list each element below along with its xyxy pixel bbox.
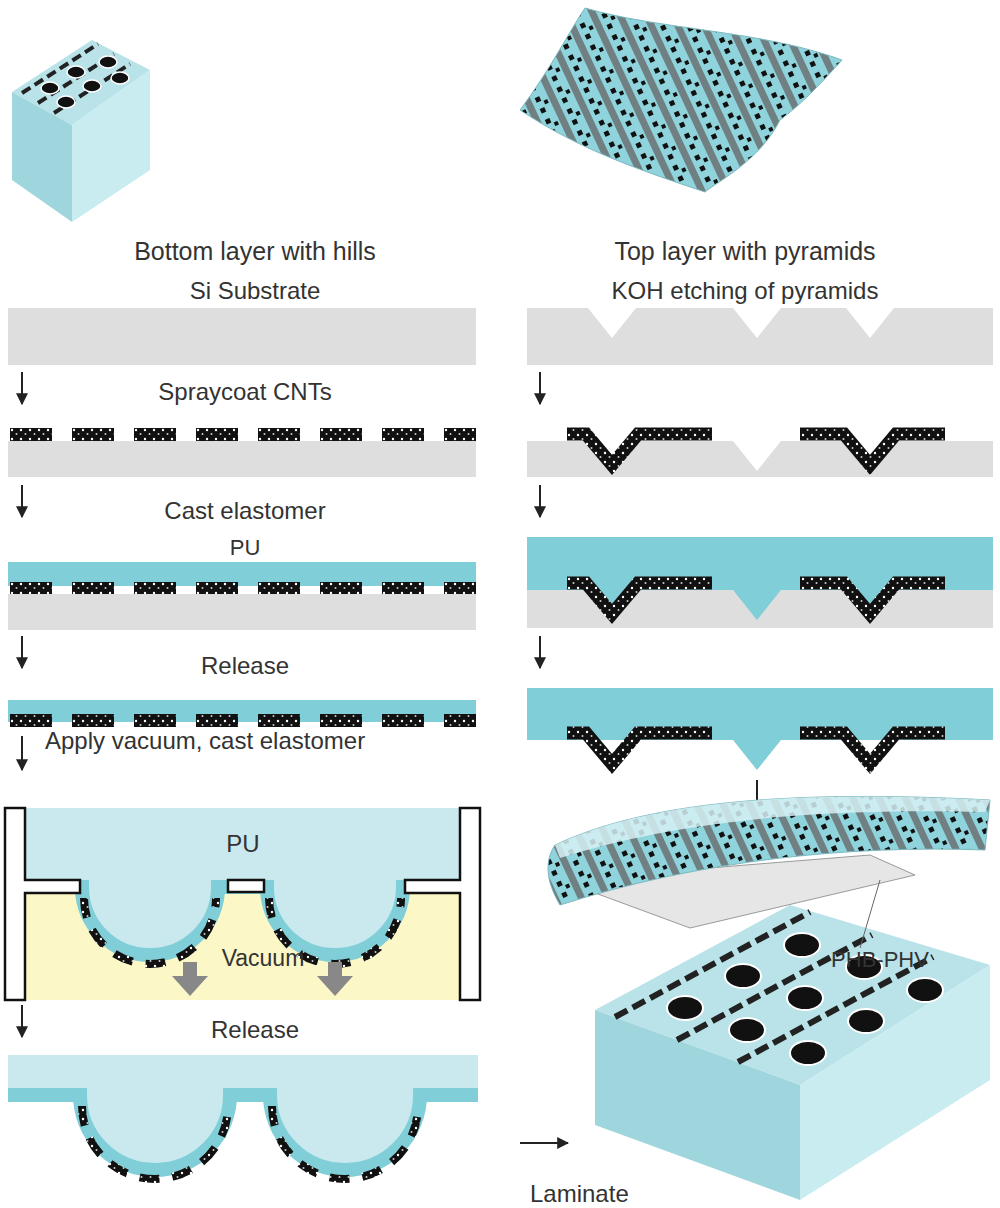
si-substrate: [8, 594, 476, 630]
step-label: PU: [215, 535, 275, 561]
vacuum-arrow: [172, 962, 208, 996]
step-label: Laminate: [530, 1180, 680, 1208]
pu-pyramid: [733, 740, 781, 770]
cnt-pattern: [8, 714, 476, 727]
si-substrate: [8, 308, 476, 365]
cnt-pattern: [8, 582, 476, 594]
cnt-pattern: [567, 434, 945, 465]
vacuum-mold: [5, 808, 480, 1000]
cnt-pattern: [567, 583, 945, 614]
cnt-stripes: [615, 912, 933, 1062]
mold-support: [228, 880, 264, 892]
step-label: Apply vacuum, cast elastomer: [45, 727, 495, 756]
top-layer-sheet: [548, 796, 990, 905]
step-label: Bottom layer with hills: [45, 236, 465, 266]
sheet-curl: [555, 796, 990, 858]
cnt-pattern: [8, 428, 476, 441]
leader-line: [860, 880, 880, 948]
block-side: [595, 1010, 800, 1200]
step-label: PHB-PHV: [810, 947, 950, 973]
step-label: Release: [145, 652, 345, 681]
laminated-device: [548, 796, 990, 1200]
step-label: Si Substrate: [105, 277, 405, 306]
step-label: Vacuum: [203, 945, 323, 973]
block-side: [12, 92, 72, 222]
etched-substrate: [527, 308, 993, 365]
cnt-pattern: [567, 733, 945, 764]
step-label: PU: [213, 830, 273, 859]
si-substrate: [8, 441, 476, 477]
step-label: Top layer with pyramids: [535, 236, 955, 266]
step-label: Release: [155, 1016, 355, 1045]
bottom-layer-3d: [12, 40, 150, 222]
cnt-pattern: [82, 1106, 418, 1179]
mold-frame: [405, 808, 480, 1000]
cnt-stripes: [22, 44, 130, 113]
cnt-hills: [41, 56, 129, 108]
step-label: KOH etching of pyramids: [535, 277, 955, 306]
step-label: Spraycoat CNTs: [95, 378, 395, 407]
step-label: Cast elastomer: [95, 497, 395, 526]
top-layer-sheet: [520, 8, 842, 192]
mold-frame: [5, 808, 80, 1000]
block-side: [800, 965, 990, 1200]
vacuum-arrow: [317, 962, 353, 996]
